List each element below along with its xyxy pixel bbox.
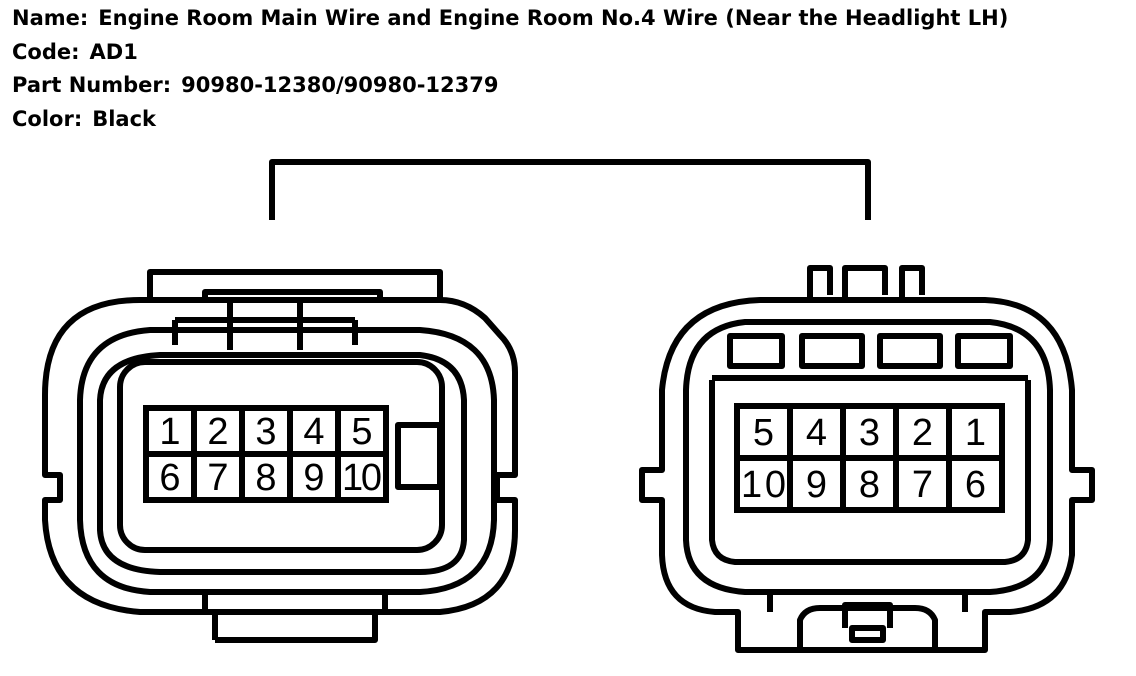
right-connector-slot [727,333,785,369]
pin-number: 3 [255,411,276,453]
color-value: Black [92,106,157,131]
pin-number: 2 [207,411,228,453]
right-connector-pin-4: 4 [787,403,846,461]
color-row: Color: Black [12,107,1008,141]
left-connector-housing [42,297,518,615]
connector-link-bracket [269,159,871,220]
pin-number: 4 [303,411,324,453]
left-connector-pin-2: 2 [191,405,245,457]
left-connector-pin-10: 10 [335,451,389,503]
left-connector-pin-7: 7 [191,451,245,503]
right-connector [639,265,1095,653]
name-label: Name: [12,6,89,30]
right-connector-pin-6: 6 [946,455,1005,513]
name-row: Name: Engine Room Main Wire and Engine R… [12,6,1008,40]
left-connector-pin-8: 8 [239,451,293,503]
right-connector-pin-5: 5 [734,403,793,461]
pin-number: 7 [207,457,228,499]
pin-number: 3 [859,412,880,454]
left-connector-pin-6: 6 [143,451,197,503]
code-value: AD1 [89,39,138,64]
pin-number: 2 [912,412,933,454]
color-label: Color: [12,106,83,131]
pin-number: 6 [159,457,180,499]
left-connector-pin-9: 9 [287,451,341,503]
pin-number: 5 [753,412,774,454]
right-connector-pin-9: 9 [787,455,846,513]
part-number-row: Part Number: 90980-12380/90980-12379 [12,73,1008,107]
part-number-label: Part Number: [12,73,172,97]
right-connector-slot [799,333,865,369]
right-connector-pin-2: 2 [893,403,952,461]
left-connector-pin-1: 1 [143,405,197,457]
left-connector-side-lock [395,422,443,490]
pin-number: 4 [806,412,827,454]
pin-number: 8 [255,457,276,499]
right-connector-slot [877,333,943,369]
pin-number: 8 [859,464,880,506]
pin-number: 10 [741,464,786,506]
pin-number: 7 [912,464,933,506]
pin-number: 6 [965,464,986,506]
right-connector-pin-8: 8 [840,455,899,513]
code-label: Code: [12,39,80,64]
left-connector [42,269,518,643]
right-connector-housing [639,297,1095,653]
pin-number: 1 [965,412,986,454]
pin-number: 9 [303,457,324,499]
pin-number: 1 [159,411,180,453]
right-connector-slot [955,333,1013,369]
left-connector-pin-4: 4 [287,405,341,457]
connector-info: Name: Engine Room Main Wire and Engine R… [12,6,1008,140]
right-connector-pin-10: 10 [734,455,793,513]
right-connector-latch-tab [899,265,925,300]
right-connector-face [709,380,1031,565]
right-connector-latch-tab [842,265,888,300]
part-number-value: 90980-12380/90980-12379 [181,73,499,97]
right-connector-pin-7: 7 [893,455,952,513]
right-connector-latch-tab [807,265,833,300]
right-connector-pin-1: 1 [946,403,1005,461]
pin-cell [335,451,389,503]
left-connector-pin-3: 3 [239,405,293,457]
pin-number: 5 [351,411,372,453]
pin-cell [946,455,1005,513]
pin-number: 9 [806,464,827,506]
name-value: Engine Room Main Wire and Engine Room No… [98,6,1009,30]
right-connector-pin-3: 3 [840,403,899,461]
left-connector-latch [147,269,443,300]
pin-number: 10 [342,457,382,499]
code-row: Code: AD1 [12,40,1008,74]
left-connector-pin-5: 5 [335,405,389,457]
